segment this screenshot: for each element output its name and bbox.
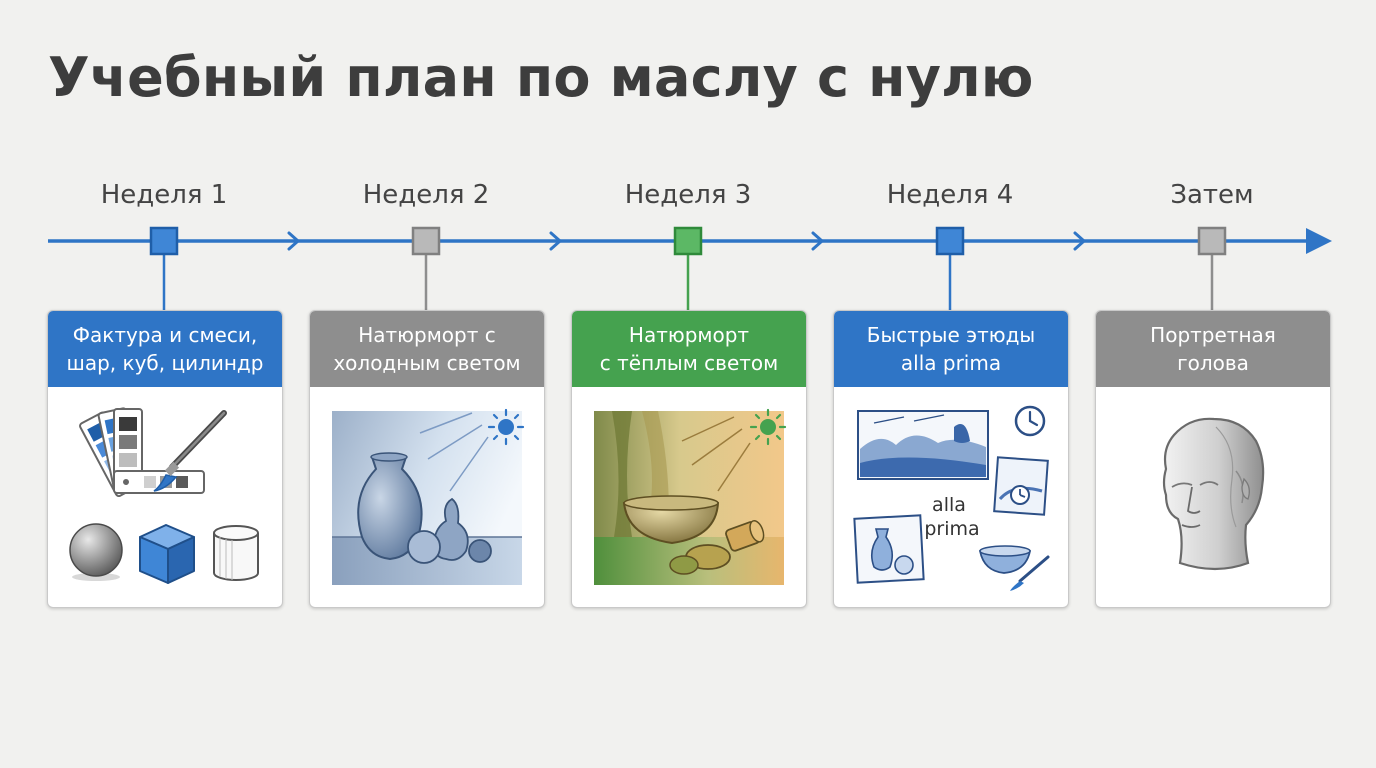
chevron-right-icon [1073,231,1086,251]
card-title-1: Фактура и смеси, шар, куб, цилиндр [66,323,264,375]
card-title-2: Натюрморт с холодным светом [333,323,521,375]
timeline [48,226,1332,310]
card-art-1 [69,407,259,584]
marker-4 [935,226,965,256]
cube-icon [139,524,195,584]
prima-text: prima [924,518,979,540]
marker-5 [1197,226,1227,256]
sphere-icon [69,523,123,581]
step-card-1: Фактура и смеси, шар, куб, цилиндр [47,310,283,608]
alla-prima-text: alla prima [924,494,979,540]
week-label-5: Затем [1170,180,1254,210]
card-header-5: Портретная голова [1096,311,1330,387]
step-card-4: Быстрые этюды alla prima [833,310,1069,608]
card-header-1: Фактура и смеси, шар, куб, цилиндр [48,311,282,387]
step-card-3: Натюрморт с тёплым светом [571,310,807,608]
week-label-2: Неделя 2 [362,180,490,210]
chevron-right-icon [549,231,562,251]
card-art-4: alla prima [853,405,1050,591]
card-art-3 [594,408,787,585]
cool-still-life-image [332,411,522,585]
vase-sketch [853,514,925,584]
green-sun-icon [749,408,787,446]
marker-3 [673,226,703,256]
week-label-4: Неделя 4 [886,180,1014,210]
week-label-1: Неделя 1 [100,180,228,210]
card-title-4: Быстрые этюды alla prima [866,323,1036,375]
marker-1 [149,226,179,256]
portrait-head-image [1162,417,1265,571]
chevron-right-icon [811,231,824,251]
card-header-3: Натюрморт с тёплым светом [572,311,806,387]
step-card-5: Портретная голова [1095,310,1331,608]
card-art-5 [1162,417,1265,571]
chevron-right-icon [287,231,300,251]
cylinder-icon [213,525,259,581]
alla-text: alla [932,494,966,516]
landscape-sketch [857,410,989,480]
card-header-4: Быстрые этюды alla prima [834,311,1068,387]
week-label-3: Неделя 3 [624,180,752,210]
bowl-sketch [978,545,1050,591]
timeline-arrowhead-icon [1306,228,1332,254]
timeline-chevrons [287,231,1086,251]
card-header-2: Натюрморт с холодным светом [310,311,544,387]
card-art-2 [332,408,525,585]
card-title-5: Портретная голова [1150,323,1276,375]
card-title-3: Натюрморт с тёплым светом [599,323,779,375]
paintbrush-icon [153,410,227,492]
sketch-collage-image: alla prima [853,405,1050,591]
page-title: Учебный план по маслу с нулю [48,46,1034,109]
blue-sun-icon [487,408,525,446]
palette-swatch-icon [79,407,205,498]
step-card-2: Натюрморт с холодным светом [309,310,545,608]
marker-2 [411,226,441,256]
clock-icon [1010,405,1046,505]
warm-still-life-image [594,411,784,585]
